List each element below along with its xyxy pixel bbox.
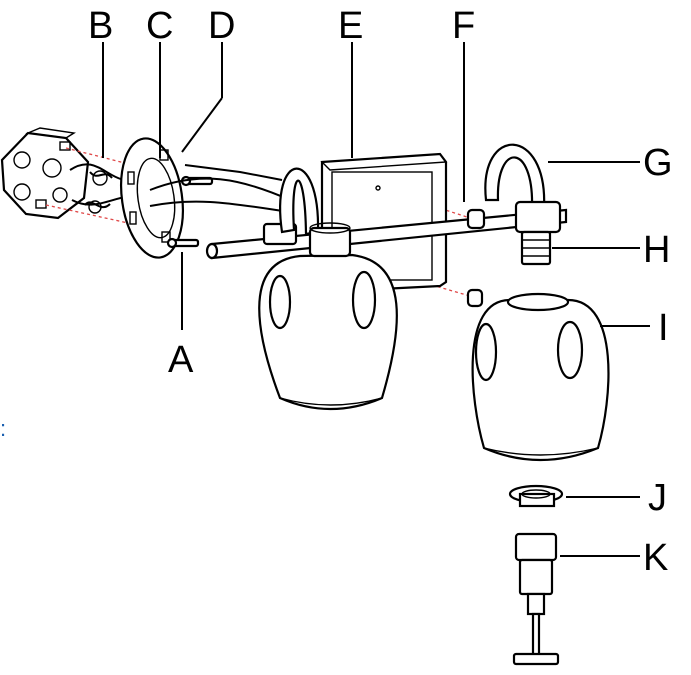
label-K: K <box>643 537 668 579</box>
label-F: F <box>452 5 475 47</box>
lamp-socket <box>512 532 560 666</box>
label-J: J <box>648 477 667 519</box>
ring-nut <box>508 484 564 508</box>
label-E: E <box>338 5 363 47</box>
mounting-crossbar <box>120 137 184 259</box>
side-mark: : <box>0 416 6 441</box>
label-G: G <box>643 142 673 184</box>
leader-lines <box>102 42 650 557</box>
finial-knobs <box>466 208 486 308</box>
label-D: D <box>208 5 235 47</box>
left-glass-shade <box>258 222 398 411</box>
fixture-wires <box>149 164 291 213</box>
label-C: C <box>146 5 173 47</box>
label-I: I <box>658 307 669 349</box>
label-B: B <box>88 5 113 47</box>
right-glass-shade <box>471 292 610 462</box>
label-A: A <box>168 339 194 381</box>
socket-cup <box>514 200 562 266</box>
left-gooseneck <box>279 167 320 236</box>
label-H: H <box>643 229 670 271</box>
junction-box <box>0 127 90 220</box>
right-gooseneck <box>484 143 546 210</box>
